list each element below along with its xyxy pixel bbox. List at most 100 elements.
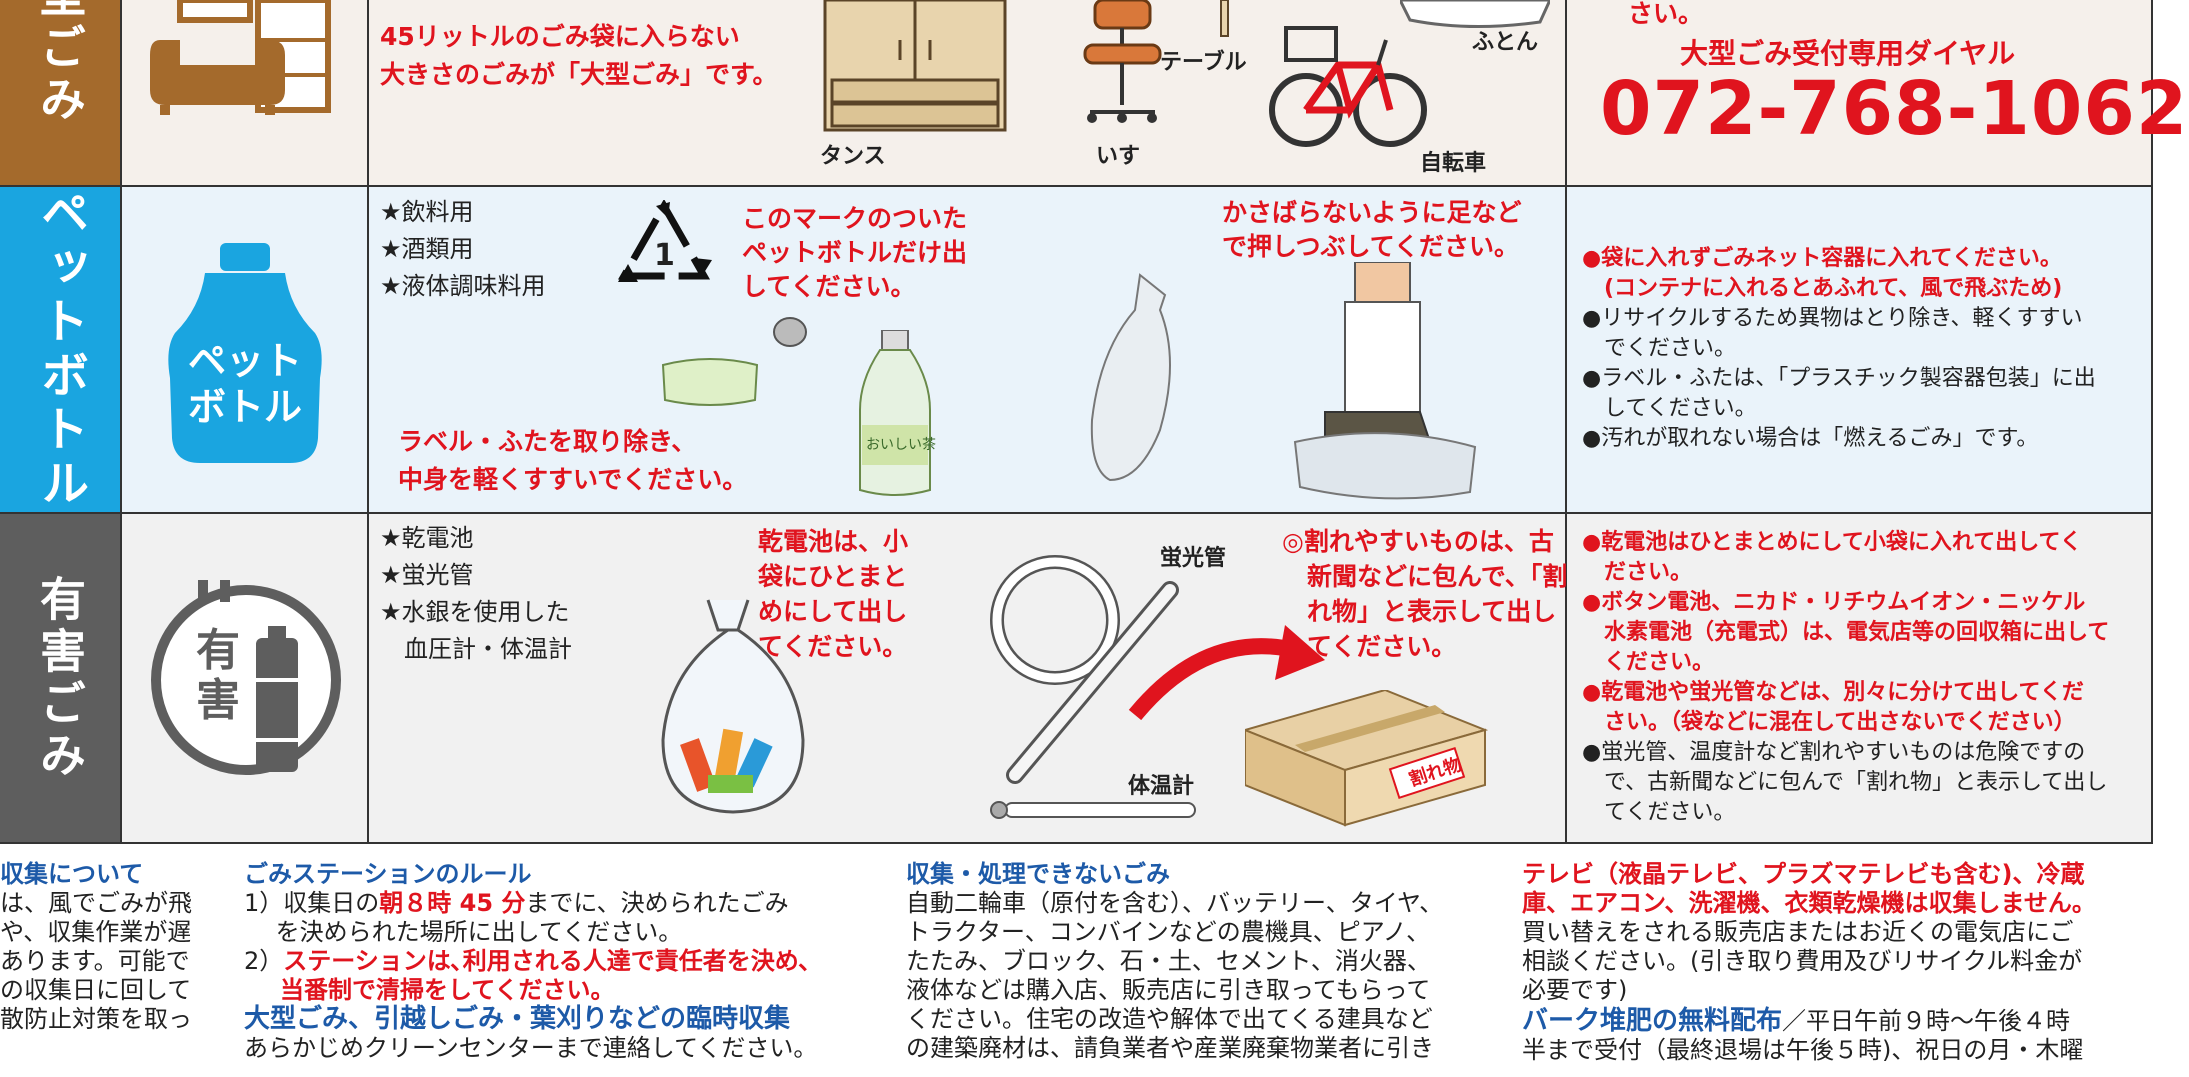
list-item: ★乾電池: [380, 524, 474, 552]
fluorescent-tube-label: 蛍光管: [1160, 546, 1227, 571]
battery-bag-illustration: [661, 599, 805, 814]
divider: [1565, 0, 1567, 844]
rule-line: (コンテナに入れるとあふれて、風で飛ぶため): [1582, 276, 2063, 301]
note-line: ◎割れやすいものは、古: [1282, 527, 1554, 556]
list-item: ★液体調味料用: [380, 272, 546, 300]
hazard-row-bg: [122, 514, 2151, 844]
large-waste-band: 大型ごみ: [0, 0, 120, 185]
text-line: 必要です): [1522, 976, 1628, 1004]
wardrobe-illustration: [823, 0, 1007, 132]
rule-emphasis: ステーションは､利用される人達で責任者を決め､: [283, 947, 811, 975]
note-line: このマークのついた: [742, 204, 968, 233]
hotline-number: 072-768-1062: [1600, 66, 2189, 152]
sofa-icon: [150, 0, 331, 115]
note-line: れ物」と表示して出し: [1282, 597, 1557, 626]
headline-line: 大きさのごみが「大型ごみ」です。: [380, 60, 778, 89]
text-line: あります。可能で: [0, 947, 190, 975]
section-title: 庫、エアコン、洗濯機、衣類乾燥機は収集しません。: [1522, 889, 2096, 917]
text-line: 自動二輪車（原付を含む）、バッテリー、タイヤ、: [906, 889, 1444, 917]
text-line: 液体などは購入店、販売店に引き取ってもらって: [906, 976, 1431, 1004]
note-line: ラベル・ふたを取り除き、: [398, 427, 697, 456]
list-item: ★蛍光管: [380, 561, 474, 589]
battery-note: 乾電池は、小 袋にひとまと めにして出し てください。: [758, 524, 908, 664]
chair-label: いす: [1096, 144, 1141, 169]
wardrobe-label: タンス: [820, 144, 886, 169]
note-line: 新聞などに包んで、「割: [1282, 562, 1568, 591]
rule-line: 当番制で清掃をしてください。: [280, 976, 615, 1004]
recycle-mark-icon: [617, 200, 712, 282]
divider: [2151, 0, 2153, 844]
rule-line: ●ボタン電池、ニカド・リチウムイオン・ニッケル: [1582, 590, 2086, 615]
hazard-icon-text: 有害: [196, 625, 240, 726]
headline-line: 45リットルのごみ袋に入らない: [380, 22, 740, 51]
divider: [120, 0, 122, 844]
large-waste-headline: 45リットルのごみ袋に入らない 大きさのごみが「大型ごみ」です。: [380, 18, 778, 94]
section-title: 収集について: [0, 860, 144, 888]
divider: [0, 842, 2153, 844]
note-line: ペットボトルだけ出: [742, 238, 968, 267]
section-title: 大型ごみ、引越しごみ・葉刈りなどの臨時収集: [244, 1004, 791, 1034]
text-line: 相談ください。(引き取り費用及びリサイクル料金が: [1522, 947, 2083, 975]
bicycle-label: 自転車: [1420, 151, 1487, 176]
rule-line: で、古新聞などに包んで「割れ物」と表示して出し: [1582, 770, 2108, 795]
pet-bottle-band: ペットボトル: [0, 187, 120, 512]
pet-rules: ●袋に入れずごみネット容器に入れてください。 (コンテナに入れるとあふれて、風で…: [1582, 244, 2096, 454]
table-label: テーブル: [1160, 50, 1247, 75]
text-line: たたみ、ブロック、石・土、セメント、消火器、: [906, 947, 1431, 975]
recycle-mark-digit: 1: [654, 238, 675, 273]
text-line: の建築廃材は、請負業者や産業廃棄物業者に引き: [906, 1034, 1434, 1062]
text-line: の収集日に回して: [0, 976, 192, 1004]
appliance-column: テレビ（液晶テレビ、プラズマテレビも含む)、冷蔵 庫、エアコン、洗濯機、衣類乾燥…: [1522, 860, 2162, 1065]
futon-illustration: [1400, 0, 1550, 29]
divider: [367, 0, 369, 844]
rule-suffix: までに、決められたごみ: [525, 889, 789, 917]
list-item: ★水銀を使用した: [380, 598, 570, 626]
rule-line: ●乾電池や蛍光管などは、別々に分けて出してくだ: [1582, 680, 2084, 705]
section-title: ごみステーションのルール: [244, 860, 532, 888]
note-line: 乾電池は、小: [758, 527, 909, 556]
pet-icon-line: ボトル: [187, 385, 302, 429]
foot-crushing-illustration: [1293, 262, 1477, 500]
list-item: ★酒類用: [380, 235, 474, 263]
divider: [0, 512, 2153, 514]
note-line: てください。: [758, 632, 908, 661]
text-line: あらかじめクリーンセンターまで連絡してください。: [244, 1034, 818, 1062]
hazard-items-list: ★乾電池 ★蛍光管 ★水銀を使用した 血圧計・体温計: [380, 520, 572, 668]
pet-items-list: ★飲料用 ★酒類用 ★液体調味料用: [380, 194, 546, 305]
rule-number: 2）: [244, 947, 284, 975]
arrow-icon: [1128, 625, 1325, 720]
text-line: は、風でごみが飛: [0, 889, 192, 917]
text-line: バーク堆肥の無料配布／平日午前９時～午後４時: [1522, 1007, 2162, 1036]
note-line: てください。: [1282, 632, 1457, 661]
fragile-note: ◎割れやすいものは、古 新聞などに包んで、「割 れ物」と表示して出し てください…: [1282, 524, 1567, 664]
table-illustration: [1220, 0, 1229, 37]
pet-bottle-icon-text: ペット ボトル: [180, 338, 310, 430]
rule-line: してください。: [1582, 396, 1757, 421]
rule-line: を決められた場所に出してください。: [244, 918, 683, 946]
rule-line: 水素電池（充電式）は、電気店等の回収箱に出して: [1582, 620, 2110, 645]
non-collectable-column: 収集・処理できないごみ 自動二輪車（原付を含む）、バッテリー、タイヤ、 トラクタ…: [906, 860, 1531, 1063]
rule-line: ください。: [1582, 650, 1715, 675]
text-line: 買い替えをされる販売店またはお近くの電気店にご: [1522, 918, 2074, 946]
text-line: ください。住宅の改造や解体で出てくる建具など: [906, 1005, 1433, 1033]
pet-bottle-band-label: ペットボトル: [32, 187, 88, 512]
station-rules-column: ごみステーションのルール 1）収集日の朝８時 45 分までに、決められたごみ を…: [244, 860, 884, 1063]
bottle-brand-text: おいしい茶: [866, 437, 936, 453]
bottle-label-illustration: [661, 358, 759, 406]
hazard-waste-band-label: 有害ごみ: [33, 575, 87, 783]
rule-line: ●ラベル・ふたは、「プラスチック製容器包装」に出: [1582, 366, 2096, 391]
section-title: 収集・処理できないごみ: [906, 860, 1170, 888]
thermometer-label: 体温計: [1128, 774, 1195, 799]
pet-icon-line: ペット: [187, 339, 302, 383]
large-row-bg: [122, 0, 2151, 185]
note-line: 袋にひとまと: [758, 562, 908, 591]
text-line: 散防止対策を取っ: [0, 1005, 192, 1033]
rule-line: でください。: [1582, 336, 1737, 361]
rule-prefix: 1）収集日の: [244, 889, 380, 917]
futon-label: ふとん: [1472, 30, 1539, 55]
pet-mark-note: このマークのついた ペットボトルだけ出 してください。: [742, 202, 967, 304]
rule-line: ださい。: [1582, 560, 1693, 585]
hotline-label: 大型ごみ受付専用ダイヤル: [1680, 37, 2016, 70]
rule-line: ●汚れが取れない場合は「燃えるごみ」です。: [1582, 426, 2039, 451]
chair-illustration: [1083, 0, 1162, 123]
